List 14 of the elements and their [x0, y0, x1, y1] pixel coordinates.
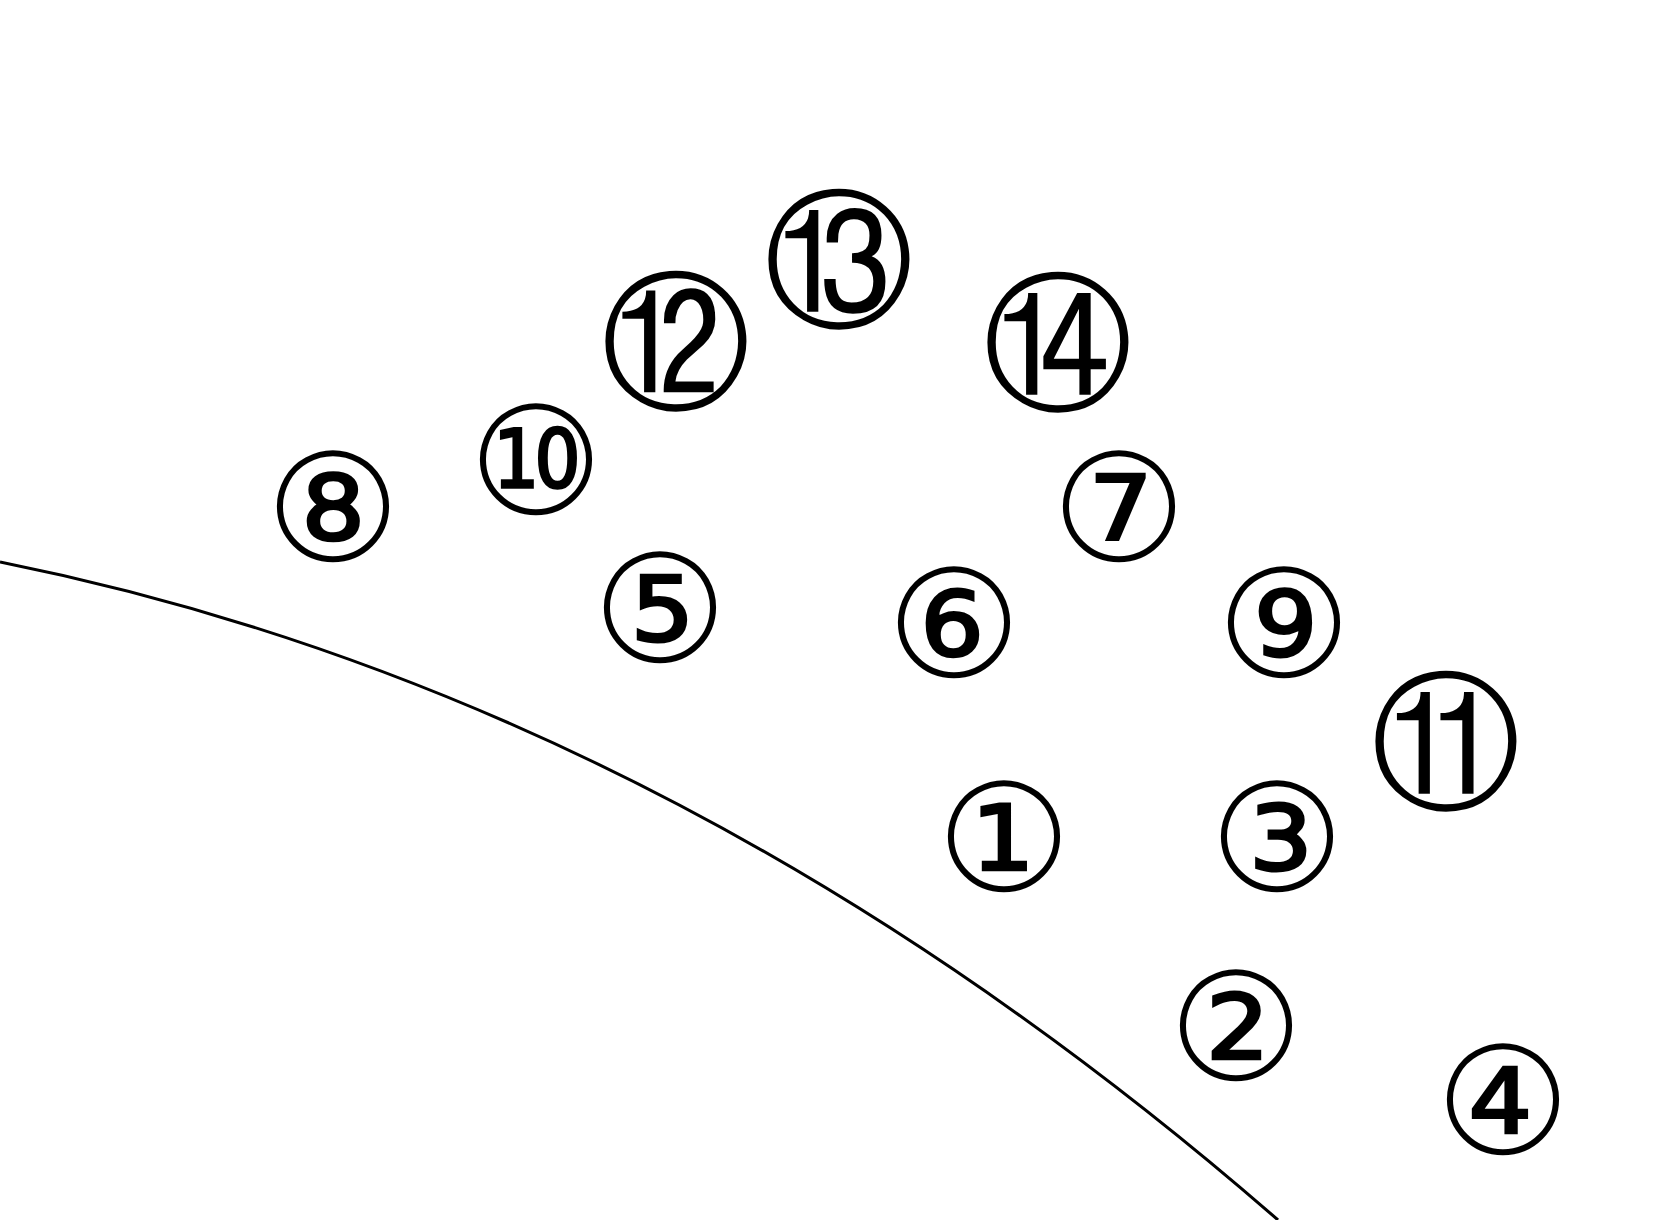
callout-number: ⑫: [601, 268, 751, 418]
callout-number: ⑨: [1216, 550, 1352, 700]
callout-number: ⑤: [592, 535, 728, 685]
callout-number: ⑭: [983, 269, 1133, 419]
callout-number: ②: [1168, 953, 1304, 1103]
callout-number: ①: [936, 764, 1072, 914]
callout-number: ④: [1435, 1027, 1571, 1177]
callout-number: ⑦: [1051, 434, 1187, 584]
callout-number: ⑬: [764, 186, 914, 336]
callout-number: ⑥: [886, 550, 1022, 700]
callout-number: ⑩: [468, 387, 604, 537]
callout-number: ⑧: [265, 434, 401, 584]
callout-number: ③: [1209, 764, 1345, 914]
callout-number: ⑪: [1371, 668, 1521, 818]
